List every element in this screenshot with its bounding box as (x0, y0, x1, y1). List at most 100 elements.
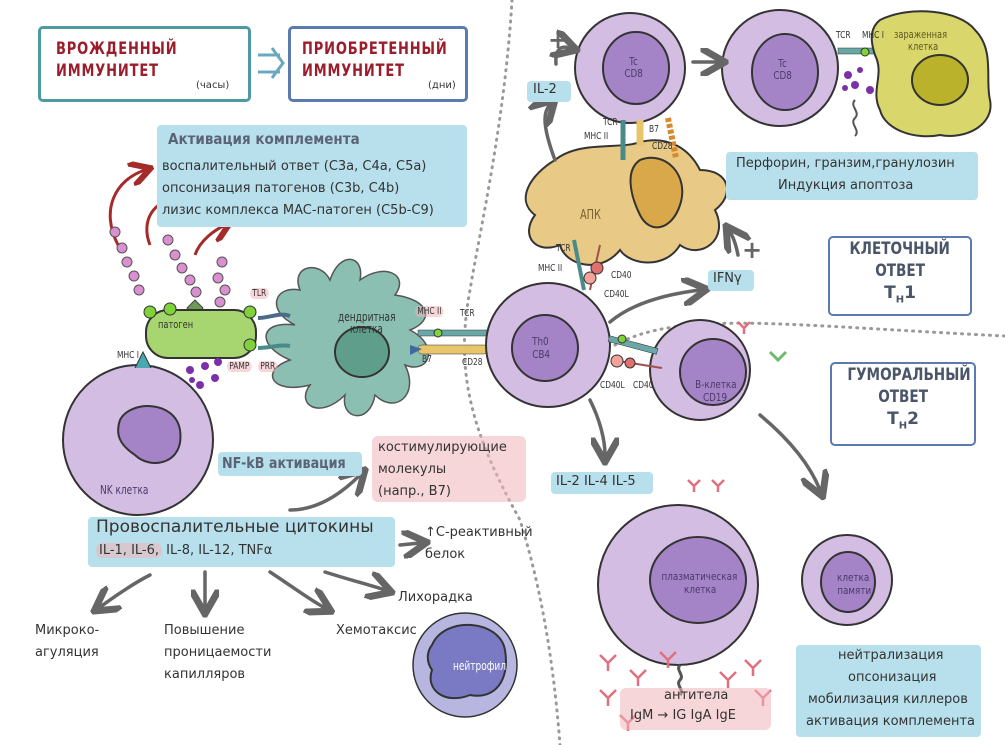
bcell-label-1: B-клетка (695, 378, 737, 391)
mhc2-label-apc-bottom: MHC II (538, 263, 563, 274)
b7-label-apc: B7 (649, 124, 659, 135)
innate-title-line2: ИММУНИТЕТ (56, 61, 159, 81)
prr-label: PRR (258, 361, 278, 372)
ifng-label: IFNγ (713, 271, 742, 286)
crp-line2: белок (425, 547, 466, 562)
innate-immunity-box (38, 26, 251, 102)
pathogen-label: патоген (158, 318, 194, 331)
complement-box (157, 125, 467, 227)
cytokines-list: IL-1, IL-6, IL-8, IL-12, TNFα (96, 543, 272, 558)
plasma-label-1: плазматическая (661, 570, 738, 583)
cellular-sub: H (895, 294, 905, 306)
humoral-line2: ОТВЕТ (878, 387, 928, 407)
microcoag-line2: агуляция (35, 645, 99, 660)
tlr-label: TLR (250, 288, 269, 299)
antibodies-box (620, 688, 771, 730)
nk-cell-label: NK клетка (100, 483, 149, 497)
mhc1-label-tc: MHC I (862, 30, 884, 41)
antibody-function-1: нейтрализация (838, 648, 944, 663)
double-arrow-right-icon (258, 47, 285, 79)
adaptive-caption: (дни) (428, 80, 456, 91)
cytotoxic-line2: Индукция апоптоза (778, 178, 914, 193)
humoral-t: T (887, 409, 899, 429)
ifng-box (708, 270, 754, 291)
memory-cell-nucleus (820, 551, 876, 613)
bcell-label-2: CD19 (703, 391, 728, 404)
il2-label: IL-2 (533, 82, 557, 97)
plasma-label-2: клетка (684, 583, 717, 596)
cd40-label-apc: CD40 (611, 270, 632, 281)
plus-il2: + (548, 26, 569, 54)
apc-cell-nucleus (629, 156, 684, 229)
cellular-num: 1 (904, 283, 916, 303)
mhc2-label-apc-top: MHC II (584, 131, 609, 142)
adaptive-title-line2: ИММУНИТЕТ (302, 61, 405, 81)
innate-caption: (часы) (196, 80, 230, 91)
costim-line1: костимулирующие (378, 440, 507, 455)
fever-label: Лихорадка (398, 590, 473, 605)
humoral-line1: ГУМОРАЛЬНЫЙ (847, 365, 971, 385)
antibody-function-4: активация комплемента (806, 714, 975, 729)
adaptive-immunity-box (288, 26, 468, 102)
pathogen-cell (145, 309, 257, 359)
cd40-label-b: CD40 (633, 380, 654, 391)
complement-title: Активация комплемента (168, 130, 360, 148)
complement-item-2: опсонизация патогенов (C3b, C4b) (162, 181, 400, 196)
complement-item-1: воспалительный ответ (C3a, C4a, C5a) (162, 159, 427, 174)
costim-line2: молекулы (378, 462, 447, 477)
divider-th1-th2 (613, 321, 1005, 347)
neutrophil-nucleus (426, 623, 507, 700)
b7-label-dc: B7 (422, 354, 432, 365)
cellular-line1: КЛЕТОЧНЫЙ (849, 239, 951, 259)
cellular-response-box: КЛЕТОЧНЫЙ ОТВЕТ TH1 (828, 236, 972, 316)
cytotoxic-line1: Перфорин, гранзим,гранулозин (736, 156, 955, 171)
th0-label-2: CB4 (532, 348, 551, 361)
antibodies-line1: антитела (664, 688, 729, 703)
permeability-line2: проницаемости (164, 645, 272, 660)
adaptive-title-line1: ПРИОБРЕТЕННЫЙ (302, 39, 448, 59)
tc-cd8-1-nucleus (602, 31, 670, 105)
complement-item-3: лизис комплекса MAC-патоген (C5b-C9) (162, 203, 434, 218)
mhc2-label-dc: MHC II (415, 306, 444, 317)
mhc1-label: MHC I (117, 350, 139, 361)
th2-cytokines-box (551, 472, 653, 494)
neutrophil-label: нейтрофил (453, 659, 507, 673)
cytokines-title: Провоспалительные цитокины (96, 517, 374, 537)
innate-title-line1: ВРОЖДЕННЫЙ (56, 39, 178, 59)
antibody-functions-box (796, 645, 981, 737)
cytokines-highlighted: IL-1, IL-6, (96, 543, 163, 558)
divider-innate-adaptive (462, 0, 562, 745)
crp-line1: ↑C-реактивный (425, 525, 533, 540)
cellular-line2: ОТВЕТ (875, 261, 925, 281)
humoral-response-box: ГУМОРАЛЬНЫЙ ОТВЕТ TH2 (830, 362, 976, 446)
antibodies (599, 321, 772, 731)
tcr-label-apc-bottom: TCR (556, 243, 571, 254)
nfkb-box (218, 452, 362, 476)
th0-label-1: Th0 (532, 335, 549, 348)
infected-label-1: зараженная (894, 28, 948, 41)
apc-label: АПК (580, 208, 601, 223)
cytokines-rest: IL-8, IL-12, TNFα (162, 543, 273, 558)
dendritic-label-2: клетка (350, 322, 383, 336)
plus-ifng: + (742, 236, 763, 264)
plasma-cell-nucleus (649, 536, 747, 624)
antibody-function-2: опсонизация (848, 670, 937, 685)
synapse-dc-th0 (410, 328, 489, 355)
b-cell-nucleus (679, 338, 747, 406)
microcoag-line1: Микроко- (35, 623, 100, 638)
costim-box (372, 436, 526, 502)
il2-box (527, 81, 571, 102)
complement-proteins (109, 226, 231, 308)
tc-cd8-2-nucleus (751, 33, 819, 111)
cd40l-label-b: CD40L (600, 380, 625, 391)
memory-label-1: клетка (837, 571, 870, 584)
tcr-label-tc: TCR (836, 30, 851, 41)
complement-arrow-3 (193, 225, 225, 256)
tc1-label-2: CD8 (624, 67, 643, 80)
memory-label-2: памяти (837, 584, 872, 597)
cd28-label-dc: CD28 (462, 357, 483, 368)
humoral-sub: H (898, 420, 908, 432)
humoral-num: 2 (907, 409, 919, 429)
dendritic-cell-nucleus (334, 326, 390, 378)
chemotaxis-label: Хемотаксис (336, 623, 417, 638)
